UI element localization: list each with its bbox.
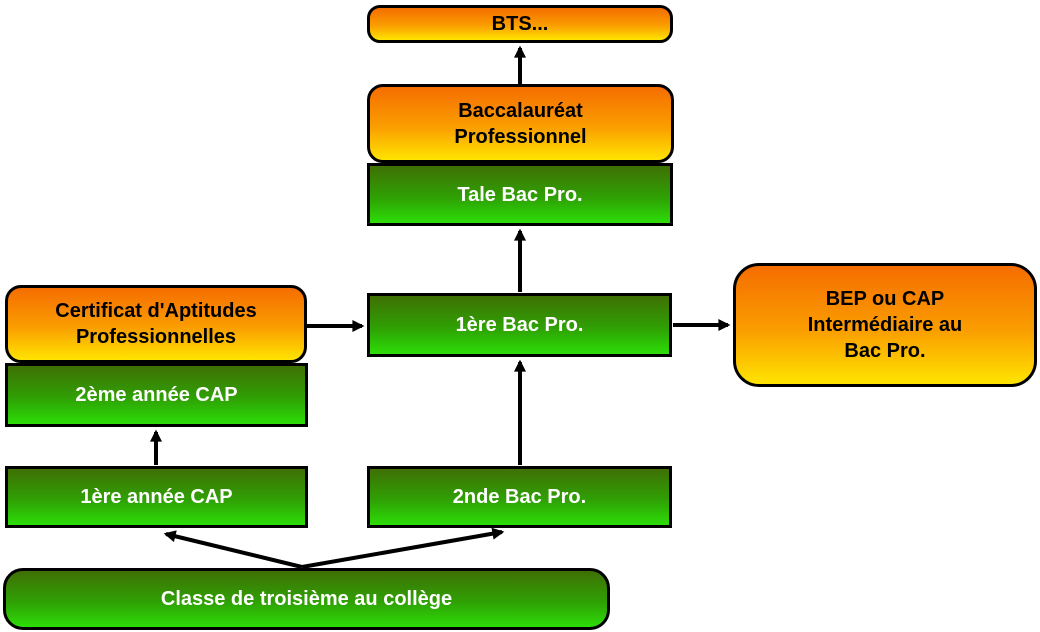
node-bep-ou-cap-intermediaire: BEP ou CAP Intermédiaire au Bac Pro.	[733, 263, 1037, 387]
node-1ere-bac-pro: 1ère Bac Pro.	[367, 293, 672, 357]
node-baccalaureat-professionnel: Baccalauréat Professionnel	[367, 84, 674, 163]
arrow-college-to-cap1	[163, 530, 303, 569]
node-certificat-aptitudes-professionnelles: Certificat d'Aptitudes Professionnelles	[5, 285, 307, 363]
node-1ere-annee-cap: 1ère année CAP	[5, 466, 308, 528]
node-2nde-bac-pro: 2nde Bac Pro.	[367, 466, 672, 528]
node-classe-de-troisieme: Classe de troisième au collège	[3, 568, 610, 630]
node-tale-bac-pro: Tale Bac Pro.	[367, 163, 673, 226]
node-bts: BTS...	[367, 5, 673, 43]
arrow-college-to-2ndebac	[301, 527, 505, 569]
node-2eme-annee-cap: 2ème année CAP	[5, 363, 308, 427]
